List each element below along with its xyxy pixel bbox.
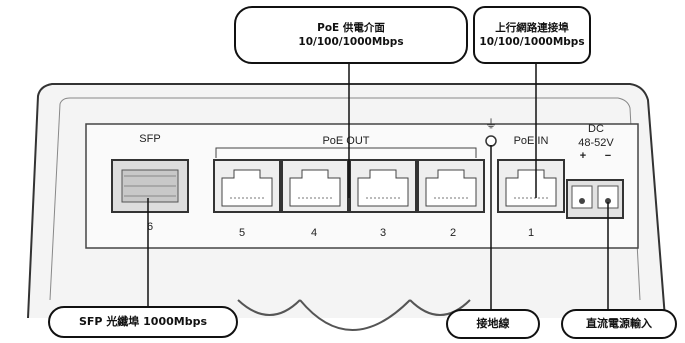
- port-number: 5: [239, 227, 245, 239]
- rj45-port-uplink: [497, 159, 565, 213]
- poe-callout: PoE 供電介面 10/100/1000Mbps: [234, 6, 468, 64]
- port-number: 1: [528, 227, 534, 239]
- sfp-port-number: 6: [147, 221, 153, 233]
- sfp-callout-text: SFP 光纖埠 1000Mbps: [78, 314, 207, 328]
- rj45-port: [281, 159, 349, 213]
- housing-inner-edge: [49, 97, 641, 301]
- poe-out-label: PoE OUT: [322, 135, 369, 147]
- port-number: 2: [450, 227, 456, 239]
- poe-in-label: PoE IN: [514, 135, 549, 147]
- uplink-callout-speed: 10/100/1000Mbps: [479, 36, 585, 48]
- dc-minus-label: −: [605, 150, 611, 162]
- port-number: 4: [311, 227, 317, 239]
- ground-callout: 接地線: [446, 309, 540, 339]
- sfp-label: SFP: [139, 133, 160, 145]
- dc-voltage-label: 48-52V: [578, 137, 614, 149]
- dc-callout-text: 直流電源輸入: [586, 316, 652, 330]
- rj45-port: [213, 159, 281, 213]
- rj45-port: [349, 159, 417, 213]
- uplink-callout-title: 上行網路連接埠: [495, 21, 569, 34]
- poe-out-bracket: [215, 147, 477, 158]
- mount-bracket: [237, 299, 471, 331]
- dc-plus-label: +: [580, 150, 586, 162]
- ground-screw: [485, 135, 497, 147]
- ground-symbol-icon: ⏚: [485, 117, 497, 131]
- ground-callout-text: 接地線: [476, 316, 510, 330]
- uplink-callout: 上行網路連接埠 10/100/1000Mbps: [473, 6, 591, 64]
- rj45-port: [417, 159, 485, 213]
- dc-terminal-block: [566, 179, 624, 219]
- dc-callout: 直流電源輸入: [561, 309, 677, 339]
- dc-label: DC: [588, 123, 604, 135]
- port-number: 3: [380, 227, 386, 239]
- poe-callout-title: PoE 供電介面: [317, 21, 385, 34]
- sfp-callout: SFP 光纖埠 1000Mbps: [48, 306, 238, 338]
- sfp-port: [111, 159, 189, 213]
- poe-callout-speed: 10/100/1000Mbps: [298, 36, 404, 48]
